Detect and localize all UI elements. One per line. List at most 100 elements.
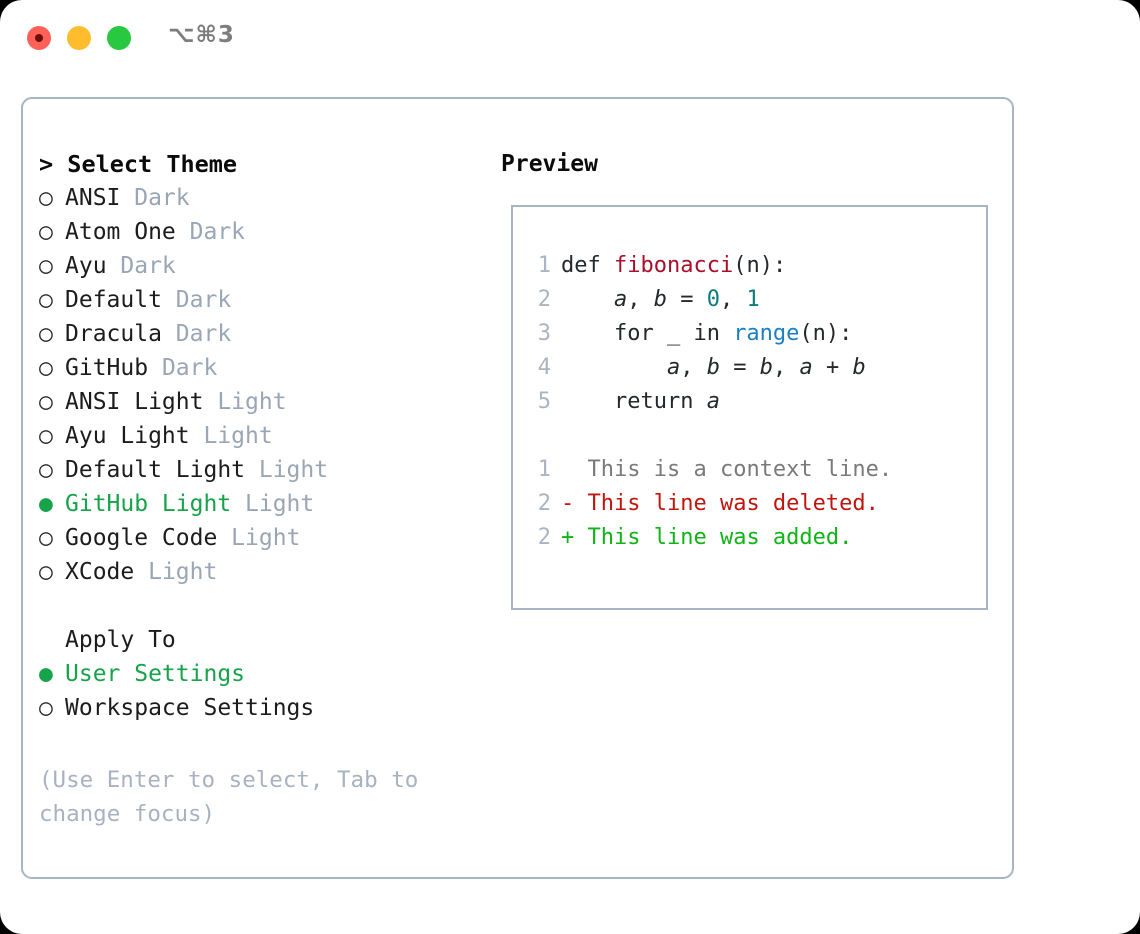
theme-list-column: > Select Theme ○ANSI Dark○Atom One Dark○… — [39, 147, 479, 725]
code-line: 5 return a — [525, 385, 982, 419]
line-number: 4 — [537, 355, 551, 380]
diff-sign: - — [561, 491, 588, 516]
theme-option-row[interactable]: ○ Atom One Dark — [39, 215, 479, 249]
diff-text: This line was deleted. — [587, 491, 879, 516]
apply-to-heading: Apply To — [65, 627, 176, 653]
code-token: 1 — [746, 287, 760, 312]
theme-option-row[interactable]: ○XCode Light — [39, 555, 479, 589]
title-bar: ⌥⌘3 — [0, 0, 1140, 78]
diff-text: This line was added. — [587, 525, 853, 550]
diff-line: 1 This is a context line. — [525, 453, 982, 487]
radio-selected-icon[interactable]: ● — [39, 661, 53, 687]
code-token: a — [706, 389, 720, 414]
close-icon[interactable] — [27, 26, 51, 50]
list-spacer — [39, 589, 479, 623]
radio-unselected-icon[interactable]: ○ — [39, 525, 53, 551]
radio-unselected-icon[interactable]: ○ — [39, 253, 53, 279]
theme-option-kind: Dark — [106, 253, 176, 279]
theme-option-row[interactable]: ○GitHub Dark — [39, 351, 479, 385]
theme-option-row[interactable]: ○ Google Code Light — [39, 521, 479, 555]
line-number: 2 — [537, 525, 551, 550]
theme-option-row[interactable]: ○Dracula Dark — [39, 317, 479, 351]
theme-option-row[interactable]: ○ ANSI Light Light — [39, 385, 479, 419]
theme-option-row[interactable]: ○Default Light Light — [39, 453, 479, 487]
line-number: 1 — [537, 457, 551, 482]
preview-heading: Preview — [501, 151, 598, 177]
radio-unselected-icon[interactable]: ○ — [39, 321, 53, 347]
radio-unselected-icon[interactable]: ○ — [39, 185, 53, 211]
code-diff-separator — [525, 419, 982, 453]
theme-option-kind: Light — [203, 389, 287, 415]
select-theme-heading: > Select Theme — [39, 150, 238, 178]
code-token: b — [706, 355, 720, 380]
theme-option-label: Default — [65, 287, 162, 313]
theme-option-label: Atom One — [65, 219, 176, 245]
code-token: def — [561, 253, 614, 278]
theme-option-label: ANSI Light — [65, 389, 204, 415]
theme-picker-panel: > Select Theme ○ANSI Dark○Atom One Dark○… — [21, 97, 1014, 879]
apply-to-option-row[interactable]: ○Workspace Settings — [39, 691, 479, 725]
line-number: 2 — [537, 491, 551, 516]
code-line: 4 a, b = b, a + b — [525, 351, 982, 385]
theme-option-kind: Dark — [175, 219, 246, 245]
radio-unselected-icon[interactable]: ○ — [39, 287, 53, 313]
theme-option-label: Dracula — [65, 321, 162, 347]
theme-option-kind: Light — [217, 525, 301, 551]
zoom-icon[interactable] — [107, 26, 131, 50]
diff-line: 2 + This line was added. — [525, 521, 982, 555]
code-token: (n): — [733, 253, 787, 278]
theme-option-label: GitHub Light — [65, 491, 232, 517]
code-token: , — [627, 287, 654, 312]
radio-selected-icon[interactable]: ● — [39, 491, 53, 517]
theme-option-row[interactable]: ●GitHub Light Light — [39, 487, 479, 521]
apply-to-list: ● User Settings ○Workspace Settings — [39, 657, 479, 725]
theme-option-kind: Light — [189, 423, 273, 449]
radio-unselected-icon[interactable]: ○ — [39, 423, 53, 449]
code-token: b — [759, 355, 773, 380]
apply-to-option-label: User Settings — [65, 661, 246, 687]
radio-unselected-icon[interactable]: ○ — [39, 355, 53, 381]
code-token: = — [666, 287, 707, 312]
line-number: 3 — [537, 321, 551, 346]
apply-to-option-row[interactable]: ● User Settings — [39, 657, 479, 691]
radio-unselected-icon[interactable]: ○ — [39, 219, 53, 245]
code-line: 3 for _ in range(n): — [525, 317, 982, 351]
code-token: fibonacci — [613, 253, 734, 278]
keyboard-shortcut-label: ⌥⌘3 — [168, 22, 235, 48]
panel-columns: > Select Theme ○ANSI Dark○Atom One Dark○… — [23, 99, 1012, 877]
radio-unselected-icon[interactable]: ○ — [39, 389, 53, 415]
code-line: 2 a, b = 0, 1 — [525, 283, 982, 317]
code-token: b — [653, 287, 667, 312]
theme-option-kind: Light — [245, 457, 329, 483]
theme-option-row[interactable]: ○ Default Dark — [39, 283, 479, 317]
code-token: for _ in — [561, 321, 734, 346]
diff-text: This is a context line. — [587, 457, 893, 482]
code-token: b — [852, 355, 866, 380]
theme-option-row[interactable]: ○ Ayu Dark — [39, 249, 479, 283]
theme-option-row[interactable]: ○ANSI Dark — [39, 181, 479, 215]
radio-unselected-icon[interactable]: ○ — [39, 559, 53, 585]
code-token — [561, 287, 614, 312]
code-token: , — [680, 355, 707, 380]
line-number: 2 — [537, 287, 551, 312]
theme-option-kind: Dark — [161, 287, 232, 313]
theme-option-row[interactable]: ○Ayu Light Light — [39, 419, 479, 453]
radio-unselected-icon[interactable]: ○ — [39, 457, 53, 483]
theme-option-label: Google Code — [65, 525, 218, 551]
diff-sign: + — [561, 525, 588, 550]
code-token: a — [613, 287, 628, 312]
radio-unselected-icon[interactable]: ○ — [39, 695, 53, 721]
code-token: (n): — [799, 321, 853, 346]
minimize-icon[interactable] — [67, 26, 91, 50]
theme-option-kind: Dark — [120, 185, 190, 211]
code-token: = — [719, 355, 760, 380]
theme-option-label: Ayu — [65, 253, 107, 279]
code-token: , — [719, 287, 747, 312]
diff-line: 2- This line was deleted. — [525, 487, 982, 521]
theme-option-label: XCode — [65, 559, 135, 585]
code-token: a — [666, 355, 681, 380]
